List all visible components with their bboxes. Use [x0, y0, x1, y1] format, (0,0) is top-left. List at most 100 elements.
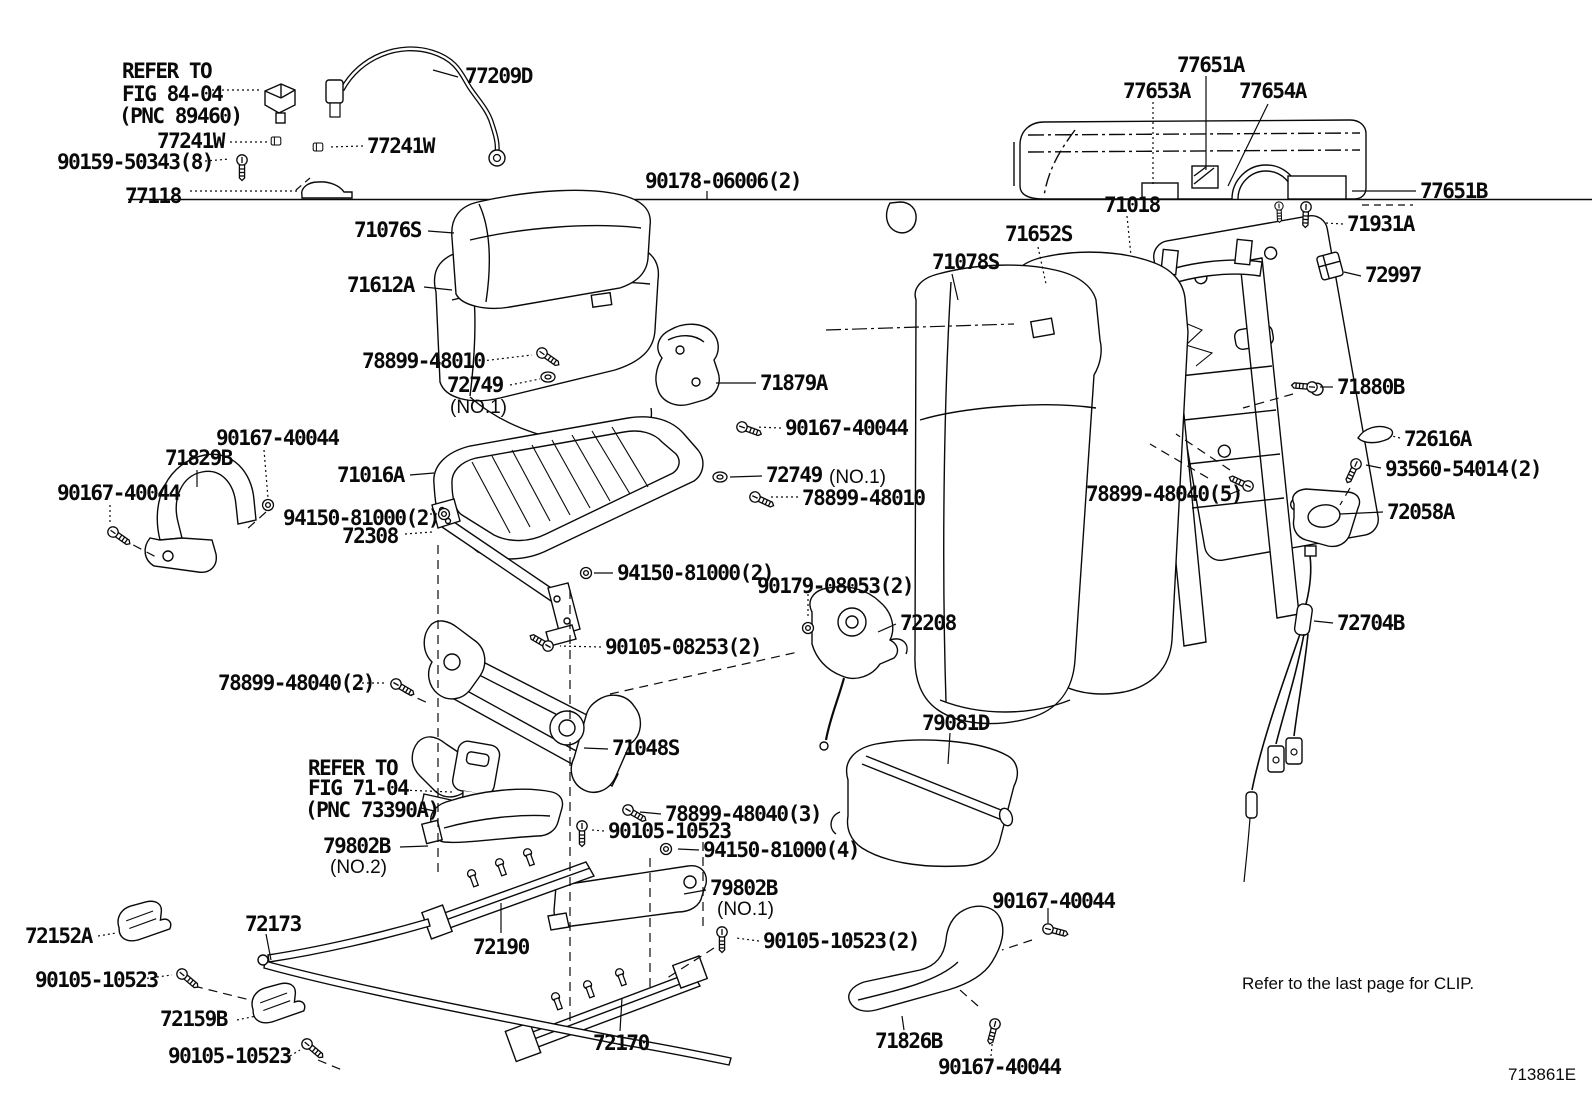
rear-tray-art — [885, 119, 1367, 234]
part-label-90167-40044: 90167-40044 — [785, 416, 909, 440]
part-label-90105-10523: 90105-10523 — [35, 968, 159, 992]
sensor-bracket-art — [264, 83, 296, 124]
part-label-72616a: 72616A — [1404, 427, 1472, 451]
part-label-72208: 72208 — [900, 611, 957, 635]
part-label-90167-40044: 90167-40044 — [992, 889, 1116, 913]
nut-icon — [437, 507, 451, 521]
part-label-71931a: 71931A — [1347, 212, 1415, 236]
grommet-icon — [712, 471, 728, 483]
part-label-90105-08253-2: 90105-08253(2) — [605, 635, 763, 659]
screw-icon — [174, 966, 202, 992]
part-label-72058a: 72058A — [1387, 500, 1455, 524]
screw-icon — [747, 489, 777, 512]
part-label-90178-06006-2: 90178-06006(2) — [645, 169, 803, 193]
cover-72616a-art — [1357, 425, 1394, 444]
part-label-77241w: 77241W — [367, 134, 435, 158]
part-label-77651a: 77651A — [1177, 53, 1245, 77]
part-label-refer-to: REFER TO — [122, 59, 213, 83]
part-label-71880b: 71880B — [1337, 375, 1405, 399]
rail-72190-art — [420, 861, 596, 940]
part-label-72997: 72997 — [1365, 263, 1422, 287]
latch-72208-art — [809, 586, 908, 751]
part-label-no-1: (NO.1) — [717, 899, 774, 920]
seat-cushion-art — [433, 189, 660, 445]
part-label-78899-48040-5: 78899-48040(5) — [1086, 482, 1244, 506]
part-label-78899-48010: 78899-48010 — [362, 349, 486, 373]
part-label-refer-to: REFER TO — [308, 756, 399, 780]
stud-icon — [493, 857, 509, 878]
stud-icon — [581, 979, 597, 1000]
bolt-icon — [105, 524, 134, 549]
part-label-90167-40044: 90167-40044 — [216, 426, 340, 450]
part-label-no-1: (NO.1) — [829, 467, 886, 488]
cover-79802b-no1-art — [547, 865, 707, 931]
part-label-93560-54014-2: 93560-54014(2) — [1385, 457, 1543, 481]
part-label-72152a: 72152A — [25, 924, 93, 948]
screw-icon — [984, 1016, 1003, 1046]
part-label-71076s: 71076S — [354, 218, 422, 242]
part-label-79802b: 79802B — [710, 876, 778, 900]
cover-79802b-no2-art — [420, 788, 564, 845]
stud-icon — [465, 868, 481, 889]
part-label-71612a: 71612A — [347, 273, 415, 297]
part-label-71048s: 71048S — [612, 736, 680, 760]
part-label-fig-84-04: FIG 84-04 — [122, 82, 224, 106]
part-label-72308: 72308 — [342, 524, 399, 548]
stud-icon — [521, 847, 537, 868]
part-label-72704b: 72704B — [1337, 611, 1405, 635]
part-label-72159b: 72159B — [160, 1007, 228, 1031]
part-label-77654a: 77654A — [1239, 79, 1307, 103]
assembly-dashed-lines — [119, 177, 1413, 1071]
adjuster-71048s-art — [411, 620, 641, 817]
part-label-90105-10523: 90105-10523 — [168, 1044, 292, 1068]
clamp-72159b-art — [251, 982, 306, 1024]
part-label-fig-71-04: FIG 71-04 — [308, 776, 410, 800]
part-label-71826b: 71826B — [875, 1029, 943, 1053]
part-label-72190: 72190 — [473, 935, 530, 959]
part-label-77653a: 77653A — [1123, 79, 1191, 103]
shield-71826b-art — [848, 905, 1004, 1012]
part-label-71078s: 71078S — [932, 250, 1000, 274]
seatback-pad-71078s-art — [914, 264, 1102, 725]
clip-77118-art — [301, 181, 353, 199]
part-label-71016a: 71016A — [337, 463, 405, 487]
part-label-77651b: 77651B — [1420, 179, 1488, 203]
bolt-icon — [716, 926, 728, 954]
part-label-no-1: (NO.1) — [450, 397, 507, 418]
rod-72173-art — [257, 918, 732, 1066]
part-label-94150-81000-2: 94150-81000(2) — [283, 506, 441, 530]
part-label-79081d: 79081D — [922, 711, 990, 735]
part-label-77118: 77118 — [125, 184, 182, 208]
part-label-71879a: 71879A — [760, 371, 828, 395]
part-label-refer-to-the-last-page-for-clip: Refer to the last page for CLIP. — [1242, 974, 1475, 993]
nut-icon — [261, 498, 275, 512]
bolt-icon — [734, 419, 764, 440]
nut-icon — [659, 842, 673, 856]
screw-icon — [299, 1036, 327, 1062]
harness-77209d-art — [325, 46, 506, 167]
nut-icon — [579, 566, 593, 580]
part-label-72749: 72749 — [447, 373, 504, 397]
part-label-71018: 71018 — [1104, 193, 1161, 217]
bolt-icon — [236, 154, 248, 182]
bracket-71829b-art — [144, 453, 257, 573]
part-label-90167-40044: 90167-40044 — [57, 481, 181, 505]
part-label-77241w: 77241W — [157, 129, 225, 153]
part-label-90179-08053-2: 90179-08053(2) — [757, 574, 915, 598]
stud-icon — [613, 967, 629, 988]
part-label-72173: 72173 — [245, 912, 302, 936]
cable-72704b-art — [1243, 555, 1313, 883]
part-label-78899-48040-3: 78899-48040(3) — [665, 802, 823, 826]
part-label-78899-48010: 78899-48010 — [802, 486, 926, 510]
panel-79081d-art — [830, 739, 1019, 868]
part-label-713861e: 713861E — [1508, 1065, 1577, 1084]
part-label-72170: 72170 — [593, 1031, 650, 1055]
clip-72997-art — [1316, 251, 1344, 281]
bolt-icon — [1040, 921, 1070, 940]
part-label-pnc-73390a: (PNC 73390A) — [305, 798, 440, 822]
seat-frame-71016a-art — [433, 416, 704, 560]
clamp-72152a-art — [117, 900, 172, 942]
part-label-90105-10523-2: 90105-10523(2) — [763, 929, 921, 953]
